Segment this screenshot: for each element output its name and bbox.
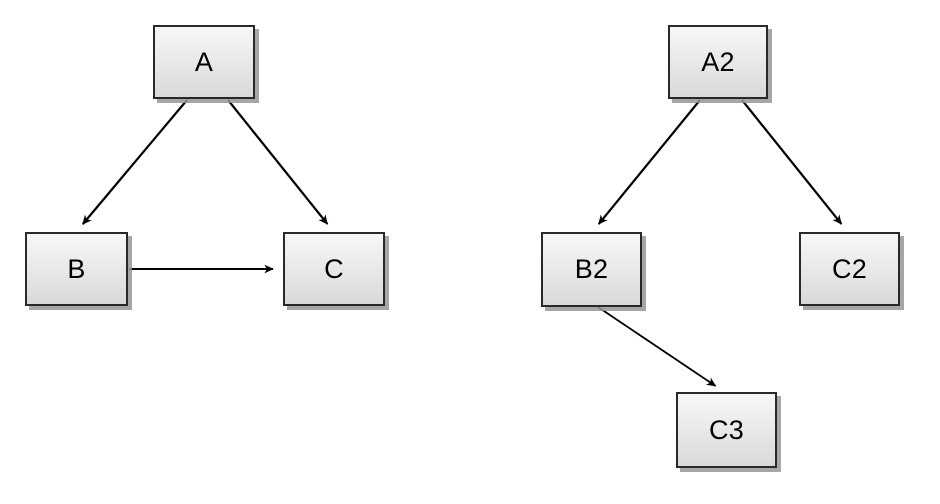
node-label-c2: C2	[832, 253, 867, 284]
edge-a-b[interactable]	[81, 99, 188, 225]
node-label-a: A	[194, 46, 214, 77]
node-label-b2: B2	[574, 254, 609, 284]
node-c2[interactable]: C2	[799, 232, 900, 306]
node-a[interactable]: A	[153, 25, 255, 99]
edge-b2-c3[interactable]	[597, 306, 717, 387]
node-c3[interactable]: C3	[676, 392, 777, 468]
edge-a2-b2[interactable]	[597, 99, 701, 225]
node-label-c: C	[324, 253, 344, 284]
edge-a-c[interactable]	[227, 99, 329, 225]
node-label-a2: A2	[701, 46, 735, 77]
edge-a2-c2[interactable]	[741, 99, 843, 225]
node-label-b: B	[67, 253, 86, 284]
edge-group	[81, 99, 843, 387]
node-label-c3: C3	[709, 414, 744, 445]
node-b2[interactable]: B2	[541, 232, 642, 307]
node-a2[interactable]: A2	[668, 25, 768, 99]
node-b[interactable]: B	[25, 232, 128, 306]
node-c[interactable]: C	[283, 232, 385, 306]
